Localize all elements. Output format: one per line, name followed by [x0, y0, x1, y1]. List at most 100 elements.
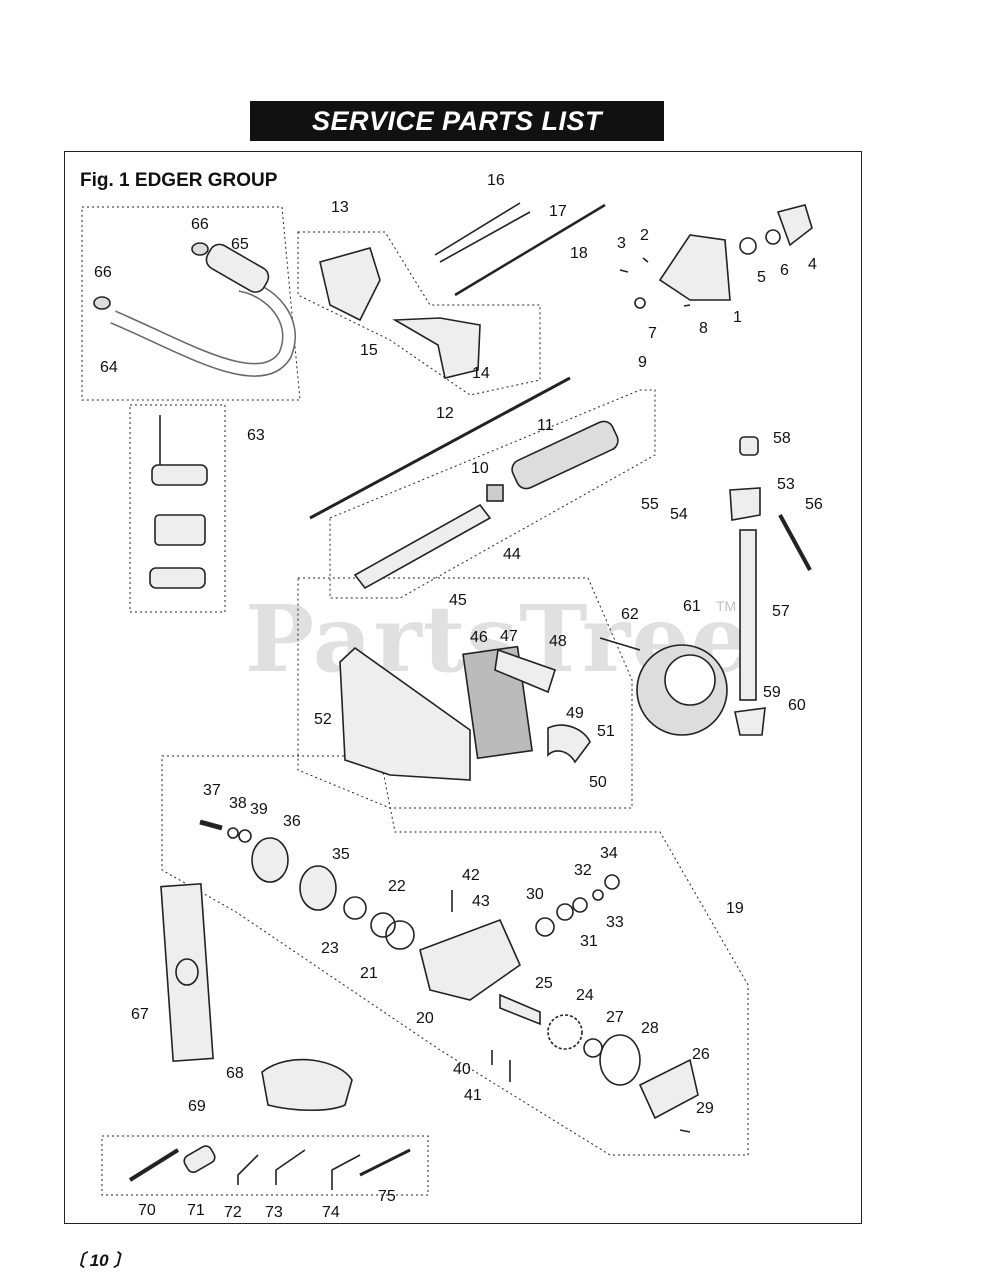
callout: 38	[229, 795, 247, 812]
callout: 61	[683, 598, 701, 615]
banner-title: SERVICE PARTS LIST	[311, 105, 603, 136]
tool-70	[128, 1148, 180, 1182]
group-outline-63	[129, 404, 226, 613]
callout: 1	[733, 309, 742, 326]
callout: 49	[566, 705, 584, 722]
callout: 56	[805, 496, 823, 513]
cap-66-b	[93, 296, 111, 310]
group-outline-13	[297, 231, 541, 396]
callout: 66	[191, 216, 209, 233]
cable-16	[434, 202, 521, 256]
callout: 4	[808, 256, 817, 273]
drive-shaft-12	[309, 376, 571, 520]
clamp-63-top	[151, 464, 208, 486]
axle-bolt-62	[599, 637, 641, 651]
cap-66-a	[191, 242, 209, 256]
callout: 13	[331, 199, 349, 216]
blade-hole	[175, 958, 199, 986]
callout: 70	[138, 1202, 156, 1219]
guard-45	[339, 646, 471, 781]
callout: 35	[332, 846, 350, 863]
callout: 7	[648, 325, 657, 342]
callout: 23	[321, 940, 339, 957]
nut-30	[535, 917, 555, 937]
callout: 5	[757, 269, 766, 286]
screw-29	[679, 1129, 691, 1133]
washer-39	[238, 829, 252, 843]
group-outline-9	[329, 389, 656, 599]
ring-34	[604, 874, 620, 890]
bracket-47	[494, 648, 556, 694]
washer-33	[592, 889, 604, 901]
callout: 53	[777, 476, 795, 493]
callout: 69	[188, 1098, 206, 1115]
grip-65	[205, 243, 270, 293]
ring-22	[370, 912, 396, 938]
callout: 58	[773, 430, 791, 447]
cup-4	[776, 204, 813, 247]
group-outline-19	[161, 755, 749, 1156]
callout: 50	[589, 774, 607, 791]
gear-24	[547, 1014, 583, 1050]
callout: 15	[360, 342, 378, 359]
clamp-63-bottom	[149, 567, 206, 589]
callout: 28	[641, 1020, 659, 1037]
shaft-tube	[353, 503, 492, 590]
callout: 71	[187, 1202, 205, 1219]
gear-case-20	[419, 918, 521, 1001]
callout: 63	[247, 427, 265, 444]
bearing-5	[739, 237, 757, 255]
lever-56	[778, 514, 812, 571]
clamp-63-mid	[154, 514, 206, 546]
tool-73	[275, 1149, 306, 1185]
callout: 20	[416, 1010, 434, 1027]
callout: 51	[597, 723, 615, 740]
callout: 36	[283, 813, 301, 830]
callout: 3	[617, 235, 626, 252]
diagram-frame	[64, 151, 862, 1224]
gear-case-1	[658, 234, 731, 301]
callout: 16	[487, 172, 505, 189]
callout: 72	[224, 1204, 242, 1221]
washer-7	[634, 297, 646, 309]
callout: 47	[500, 628, 518, 645]
callout: 6	[780, 262, 789, 279]
washer-38	[227, 827, 239, 839]
callout: 44	[503, 546, 521, 563]
group-outline-44	[297, 577, 633, 809]
tool-72	[237, 1154, 259, 1185]
tool-75	[359, 1148, 411, 1177]
callout: 39	[250, 801, 268, 818]
group-outline-64-66	[81, 206, 301, 401]
callout: 29	[696, 1100, 714, 1117]
shaft-25	[499, 993, 541, 1026]
callout: 68	[226, 1065, 244, 1082]
callout: 73	[265, 1204, 283, 1221]
callout: 66	[94, 264, 112, 281]
callout: 59	[763, 684, 781, 701]
callout: 62	[621, 606, 639, 623]
figure-title: Fig. 1 EDGER GROUP	[80, 170, 278, 191]
cap-58	[739, 436, 759, 456]
callout: 9	[638, 354, 647, 371]
callout: 48	[549, 633, 567, 650]
bolt-37	[199, 819, 223, 831]
throttle-trigger	[392, 317, 481, 379]
bearing-23	[343, 896, 367, 920]
o-ring-28	[599, 1034, 641, 1086]
cable-18	[454, 203, 606, 297]
callout: 75	[378, 1188, 396, 1205]
clip-49	[547, 724, 591, 764]
callout: 46	[470, 629, 488, 646]
screw-8	[683, 304, 691, 307]
watermark-tm: TM	[716, 598, 737, 614]
callout: 41	[464, 1087, 482, 1104]
tool-74	[331, 1154, 361, 1190]
callout: 24	[576, 987, 594, 1004]
callout: 18	[570, 245, 588, 262]
washer-36	[251, 837, 289, 883]
callout: 43	[472, 893, 490, 910]
callout: 30	[526, 886, 544, 903]
callout: 10	[471, 460, 489, 477]
callout: 33	[606, 914, 624, 931]
